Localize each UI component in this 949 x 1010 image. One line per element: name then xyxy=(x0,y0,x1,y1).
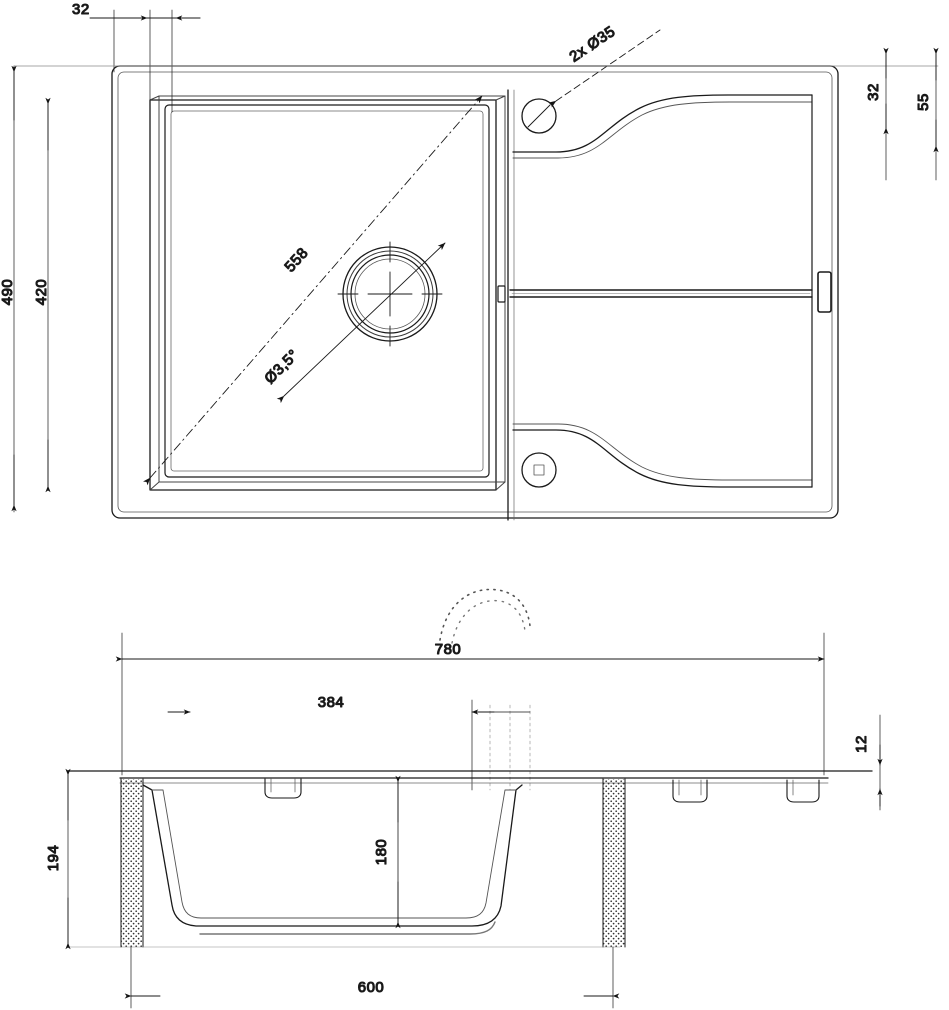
dim-label-32-right: 32 xyxy=(865,83,882,101)
dim-780: 780 xyxy=(115,632,825,776)
annotation-2x-35: 2x Ø35 xyxy=(566,23,618,66)
dim-32-left: 32 xyxy=(71,0,201,113)
dim-label-780: 780 xyxy=(435,641,462,658)
dim-label-12: 12 xyxy=(853,735,870,753)
tap-hole-lower xyxy=(521,452,557,488)
annotation-drain-diameter: Ø3,5° xyxy=(261,346,302,387)
faucet-spout-outline xyxy=(439,588,531,644)
dim-420: 420 xyxy=(32,97,51,493)
sink-bowl xyxy=(149,95,506,491)
drainboard xyxy=(497,89,832,521)
top-view-group: 32 490 420 32 55 xyxy=(0,0,939,521)
mounting-clip-right-2 xyxy=(786,779,820,803)
dim-180: 180 xyxy=(372,775,401,929)
tap-holes-leader xyxy=(548,29,661,108)
dim-label-600: 600 xyxy=(358,979,385,996)
dim-label-55-right: 55 xyxy=(915,93,932,111)
cabinet-wall-right xyxy=(602,778,626,948)
section-view-group: 780 384 12 xyxy=(44,588,883,1009)
mounting-clip-right-1 xyxy=(672,779,708,803)
dim-label-180: 180 xyxy=(373,839,390,866)
tap-hole-upper xyxy=(521,98,557,134)
dim-194: 194 xyxy=(44,768,621,950)
dim-32-right: 32 xyxy=(864,47,889,181)
dim-label-490: 490 xyxy=(0,279,16,306)
dim-55-right: 55 xyxy=(914,47,939,181)
deck-plate xyxy=(67,770,873,784)
dim-label-32-left: 32 xyxy=(72,1,90,18)
sink-outer-body xyxy=(111,65,839,519)
dim-label-194: 194 xyxy=(45,845,62,872)
dim-384: 384 xyxy=(167,693,531,791)
mounting-clip-bowl xyxy=(264,778,302,799)
bowl-section xyxy=(142,778,523,935)
dim-600: 600 xyxy=(124,946,620,1009)
dim-12: 12 xyxy=(852,714,883,811)
annotation-558: 558 xyxy=(281,244,311,275)
drain-diameter-leader xyxy=(276,242,446,404)
dim-490: 490 xyxy=(0,65,17,513)
cabinet-wall-left xyxy=(120,778,144,948)
dim-label-420: 420 xyxy=(33,279,50,306)
dim-label-384: 384 xyxy=(318,694,345,711)
